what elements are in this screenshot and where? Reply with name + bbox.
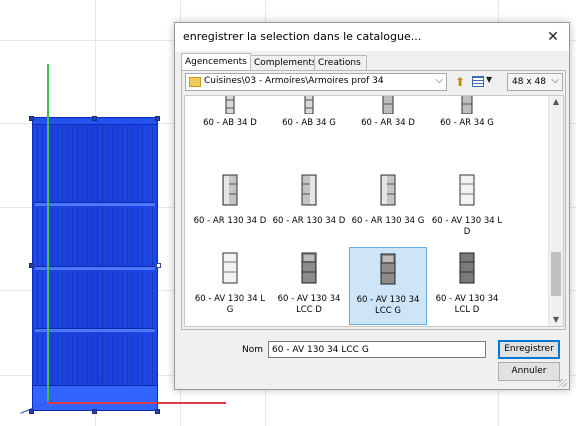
tab-creations[interactable]: Creations <box>314 55 367 70</box>
dropdown-arrow-icon: ▼ <box>486 75 493 84</box>
name-field[interactable] <box>268 341 486 358</box>
y-axis-line <box>47 64 49 404</box>
name-label: Nom <box>242 345 264 355</box>
cabinet-thumbnail <box>304 96 314 114</box>
cabinet-panel <box>37 126 153 202</box>
selection-handle[interactable] <box>155 116 160 121</box>
catalog-item-label: 60 - AR 34 G <box>440 118 494 128</box>
catalog-item-label: 60 - AB 34 D <box>203 118 257 128</box>
selection-handle[interactable] <box>155 409 160 414</box>
dialog-titlebar[interactable]: enregistrer la selection dans le catalog… <box>175 23 569 51</box>
selection-handle[interactable] <box>29 409 34 414</box>
cabinet-shelf <box>35 202 155 206</box>
catalog-item-label: 60 - AR 130 34 D <box>193 216 267 226</box>
resize-grip-icon[interactable] <box>559 379 567 387</box>
tab-complements[interactable]: Complements <box>250 55 317 70</box>
selection-handle[interactable] <box>29 263 34 268</box>
view-mode-button[interactable]: ▼ <box>472 74 496 90</box>
catalog-item-selected[interactable]: 60 - AV 130 34 LCC G <box>349 247 427 325</box>
catalog-item[interactable]: 60 - AR 130 34 D <box>271 170 347 246</box>
catalog-item-label: 60 - AR 130 34 G <box>351 216 425 226</box>
cabinet-panel <box>37 334 153 384</box>
catalog-item[interactable]: 60 - AR 130 34 G <box>350 170 426 246</box>
folder-icon <box>189 77 201 87</box>
cabinet-thumbnail <box>301 252 317 284</box>
catalog-item[interactable]: 60 - AV 130 34 L G <box>192 248 268 324</box>
catalog-item-label: 60 - AV 130 34 LCC G <box>356 295 420 316</box>
cabinet-thumbnail <box>459 174 475 206</box>
catalog-item[interactable]: 60 - AV 130 34 LCC D <box>271 248 347 324</box>
cabinet-thumbnail <box>380 253 396 285</box>
scrollbar-thumb[interactable] <box>551 252 561 296</box>
cabinet-thumbnail <box>459 252 475 284</box>
chevron-down-icon: ⌵ <box>435 75 443 86</box>
catalog-item[interactable]: 60 - AR 130 34 D <box>192 170 268 246</box>
thumbnail-size-dropdown[interactable]: 48 x 48 ⌵ <box>507 73 563 91</box>
catalog-item-label: 60 - AV 130 34 L D <box>431 216 503 237</box>
scroll-up-icon[interactable]: ▲ <box>552 97 560 106</box>
catalog-item[interactable]: 60 - AR 34 G <box>429 96 505 156</box>
selection-handle[interactable] <box>156 263 161 268</box>
cabinet-panel <box>37 208 153 266</box>
cabinet-shelf <box>35 328 155 332</box>
scroll-down-icon[interactable]: ▼ <box>552 315 560 324</box>
catalog-item[interactable]: 60 - AB 34 G <box>271 96 347 156</box>
list-view-icon <box>472 76 484 87</box>
cabinet-thumbnail <box>382 96 394 114</box>
selection-handle[interactable] <box>92 409 97 414</box>
cabinet-thumbnail <box>222 174 238 206</box>
x-axis-line <box>48 402 226 404</box>
folder-path-dropdown[interactable]: Cuisines\03 - Armoires\Armoires prof 34 … <box>185 73 447 91</box>
catalog-item-label: 60 - AR 130 34 D <box>272 216 346 226</box>
catalog-item-label: 60 - AB 34 G <box>282 118 336 128</box>
catalog-grid[interactable]: 60 - AB 34 D 60 - AB 34 G 60 - AR 34 D 6… <box>184 95 564 327</box>
tab-agencements[interactable]: Agencements <box>181 53 251 71</box>
dialog-title: enregistrer la selection dans le catalog… <box>183 30 422 43</box>
catalog-item[interactable]: 60 - AV 130 34 LCL D <box>429 248 505 324</box>
catalog-item-label: 60 - AV 130 34 LCL D <box>435 294 499 315</box>
catalog-item-label: 60 - AV 130 34 L G <box>194 294 266 315</box>
cabinet-shelf <box>35 266 155 270</box>
cabinet-thumbnail <box>461 96 473 114</box>
catalog-item-label: 60 - AV 130 34 LCC D <box>277 294 341 315</box>
up-folder-icon[interactable]: ⬆ <box>454 75 466 89</box>
tab-panel: Cuisines\03 - Armoires\Armoires prof 34 … <box>181 70 566 330</box>
selection-handle[interactable] <box>29 116 34 121</box>
cabinet-thumbnail <box>301 174 317 206</box>
catalog-item[interactable]: 60 - AV 130 34 L D <box>429 170 505 246</box>
cabinet-thumbnail <box>222 252 238 284</box>
catalog-item[interactable]: 60 - AB 34 D <box>192 96 268 156</box>
cancel-button[interactable]: Annuler <box>498 362 560 381</box>
save-to-catalog-dialog: enregistrer la selection dans le catalog… <box>174 22 570 390</box>
catalog-item[interactable]: 60 - AR 34 D <box>350 96 426 156</box>
save-button[interactable]: Enregistrer <box>498 340 560 359</box>
cabinet-plinth <box>33 385 157 410</box>
folder-path-text: Cuisines\03 - Armoires\Armoires prof 34 <box>204 76 384 86</box>
vertical-scrollbar[interactable]: ▲ ▼ <box>548 96 563 326</box>
cabinet-panel <box>37 272 153 328</box>
cabinet-thumbnail <box>225 96 235 114</box>
thumbnail-size-value: 48 x 48 <box>512 77 546 87</box>
catalog-item-label: 60 - AR 34 D <box>361 118 415 128</box>
selection-handle[interactable] <box>92 116 97 121</box>
cabinet-model[interactable] <box>32 117 158 411</box>
chevron-down-icon: ⌵ <box>551 75 559 86</box>
cabinet-thumbnail <box>380 174 396 206</box>
close-icon[interactable]: ✕ <box>547 29 559 45</box>
